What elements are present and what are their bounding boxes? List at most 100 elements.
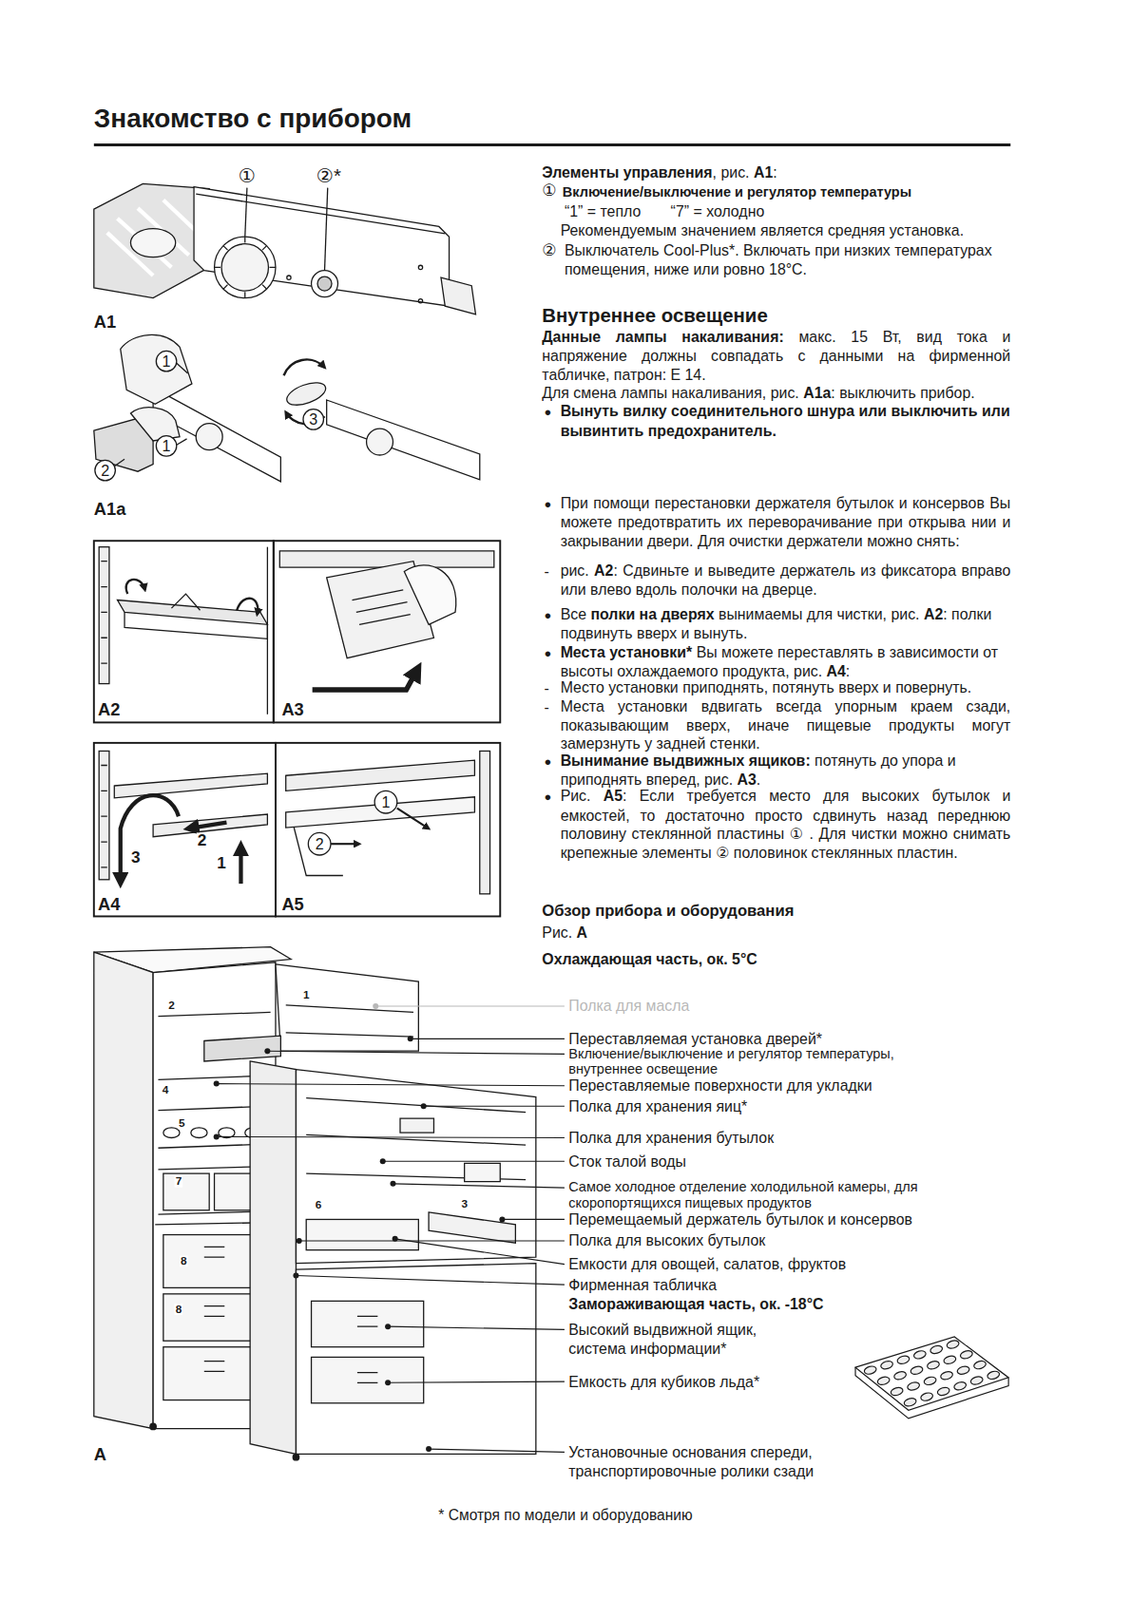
ice-tray-drawing-part <box>936 1386 951 1398</box>
text-block: Рис. A <box>541 923 1011 943</box>
part-name: Полка для хранения бутылок <box>568 1130 774 1147</box>
fridge-drawing-part <box>275 964 419 1052</box>
leader-lines-part <box>292 1273 299 1280</box>
callout-box: 6 <box>314 1199 324 1211</box>
callout-box: 3 <box>130 849 142 866</box>
callout-number: 1 <box>162 352 172 370</box>
dash: - <box>543 680 549 697</box>
title-rule-part <box>94 143 1011 147</box>
glass-shelf-drawing-part <box>397 808 429 829</box>
text-block: ● <box>543 644 558 664</box>
leader-lines-part <box>264 1048 270 1055</box>
fridge-drawing-part <box>94 952 154 1430</box>
part-name: Полка для масла <box>568 997 690 1015</box>
bullet: ● <box>543 608 552 623</box>
door-shelf-drawing-part <box>267 547 269 715</box>
callout-number: 2 <box>315 835 325 853</box>
control-panel-drawing-part <box>221 244 269 291</box>
control-panel-drawing-part <box>130 229 175 258</box>
text-block: A1 <box>94 312 155 333</box>
part-name: Перемещаемый держатель бутылок и консерв… <box>568 1211 913 1228</box>
callout-box: 2 <box>100 462 110 479</box>
figure-label: A2 <box>97 700 120 720</box>
callout-box: 1 <box>302 989 311 1001</box>
text-block: Включение/выключение и регулятор темпера… <box>562 183 1013 203</box>
callout-box: 2 <box>196 832 209 849</box>
callout-number: 8 <box>180 1254 188 1267</box>
body-text: A <box>576 924 588 941</box>
part-name: Переставляемая установка дверей* <box>568 1031 823 1048</box>
figure-frames-part <box>273 540 500 723</box>
text-block: Переставляемая установка дверей* <box>568 1030 997 1050</box>
body-text: Рекомендуемым значением является средняя… <box>560 222 964 239</box>
lamp-change-drawing-part <box>155 350 176 371</box>
body-text: Вынимание выдвижных ящиков: <box>560 752 811 769</box>
control-panel-drawing-part <box>107 200 203 276</box>
door-shelf-drawing-part <box>124 612 268 639</box>
figure-label: A3 <box>281 700 304 720</box>
callout-number: 1 <box>162 437 172 455</box>
leader-lines-part <box>375 1005 565 1007</box>
text-block: Самое холодное отделение холодильной кам… <box>568 1180 978 1211</box>
ice-tray-drawing-part <box>953 1380 968 1392</box>
control-panel-drawing-part <box>94 183 210 298</box>
text-block: A2 <box>97 700 159 721</box>
text-block: ● <box>543 402 558 422</box>
text-block: Данные лампы накаливания: макс. 15 Вт, в… <box>541 327 1011 385</box>
text-block: Места установки вдвигать всегда упорным … <box>560 697 1012 755</box>
leader-lines-part <box>425 1446 432 1453</box>
control-panel-drawing-part <box>440 277 477 315</box>
body-text: Рис. <box>560 787 604 805</box>
leader-lines-part <box>216 1084 565 1087</box>
body-text: рис. <box>560 562 595 579</box>
control-panel-drawing-part <box>214 236 276 298</box>
footnote: * Смотря по модели и оборудованию <box>0 1506 1131 1526</box>
lamp-change-drawing-part <box>284 359 326 376</box>
text-block: ● <box>543 495 558 515</box>
callout-box: 2 <box>167 999 176 1012</box>
shelf-move-drawing-part <box>114 773 268 799</box>
body-text: ① <box>789 825 805 843</box>
lamp-change-drawing-part <box>120 334 192 404</box>
text-block: - <box>543 698 558 718</box>
body-text: A5 <box>603 787 623 805</box>
ice-tray-drawing-part <box>939 1370 955 1381</box>
callout-number: 6 <box>315 1198 323 1211</box>
callout-number: ① <box>238 164 256 187</box>
text-block: Выключатель Cool-Plus*. Включать при низ… <box>564 240 1015 279</box>
text-block: Включение/выключение и регулятор темпера… <box>568 1046 937 1077</box>
leader-lines-part <box>295 1276 564 1286</box>
body-text: Для смена лампы накаливания, рис. <box>541 384 804 402</box>
leader-lines-part <box>498 1216 505 1223</box>
callout-box: ① <box>238 166 256 186</box>
ice-tray-drawing-part <box>876 1376 891 1387</box>
leader-lines-part <box>384 1323 391 1330</box>
body-text: , рис. <box>712 164 754 181</box>
bullet: ● <box>543 497 552 512</box>
fridge-drawing-part <box>400 1118 434 1133</box>
fridge-drawing-part <box>311 1357 424 1403</box>
text-block: Элементы управления, рис. A1: <box>541 163 1011 183</box>
section-heading: Охлаждающая часть, ок. 5°C <box>541 951 757 968</box>
part-name: Высокий выдвижной ящик, система информац… <box>568 1322 757 1358</box>
text-block: Замораживающая часть, ок. -18°C <box>568 1295 997 1315</box>
ice-tray-drawing-part <box>896 1355 911 1366</box>
callout-box: 1 <box>215 855 228 872</box>
drawer-drawing-part <box>403 565 456 625</box>
fridge-drawing-part <box>163 1173 210 1211</box>
callout-number: 5 <box>178 1117 186 1131</box>
text-block: Вынимание выдвижных ящиков: потянуть до … <box>560 750 1012 789</box>
control-panel-drawing-part <box>245 188 248 238</box>
fridge-drawing-part <box>249 1061 296 1455</box>
text-block: Полка для высоких бутылок <box>568 1231 997 1251</box>
leader-lines-part <box>296 1238 303 1245</box>
door-shelf-drawing-part <box>236 598 258 615</box>
fridge-drawing-part <box>357 1316 378 1383</box>
ice-tray-drawing-part <box>922 1376 938 1387</box>
part-name: Самое холодное отделение холодильной кам… <box>568 1180 918 1211</box>
figure-frames <box>94 540 500 917</box>
body-text: Места установки* <box>560 644 693 661</box>
lamp-change-drawing-part <box>176 439 188 445</box>
callout-box: 1 <box>162 438 172 454</box>
